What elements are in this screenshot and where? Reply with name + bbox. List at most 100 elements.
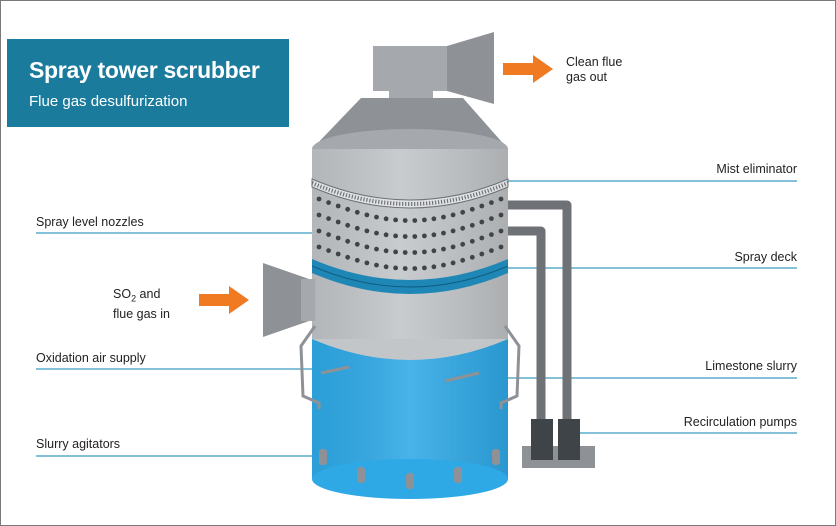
spray-nozzles <box>316 196 504 271</box>
agitators-label: Slurry agitators <box>36 437 121 451</box>
clean-gas-arrow <box>503 55 553 83</box>
nozzle-dot <box>469 238 475 244</box>
spray-nozzles-label: Spray level nozzles <box>36 215 144 229</box>
nozzle-dot <box>441 262 446 268</box>
mist-eliminator <box>311 178 509 209</box>
nozzle-dot <box>354 209 360 215</box>
nozzle-dot <box>460 225 466 231</box>
nozzle-dot <box>422 233 427 239</box>
nozzle-dot <box>441 230 446 236</box>
nozzle-dot <box>335 219 341 225</box>
clean-gas-label: Clean flue gas out <box>566 55 622 85</box>
nozzle-dot <box>345 206 351 212</box>
nozzle-dot <box>374 246 379 252</box>
nozzle-dot <box>441 246 446 252</box>
clean-gas-label-line1: Clean flue <box>566 55 623 69</box>
nozzle-dot <box>441 214 446 220</box>
nozzle-dot <box>498 196 504 202</box>
nozzle-dot <box>335 251 341 257</box>
nozzle-dot <box>489 232 494 238</box>
nozzle-dot <box>393 217 398 223</box>
diagram-title: Spray tower scrubber <box>29 57 260 83</box>
slurry-agitators <box>319 449 500 489</box>
nozzle-dot <box>422 217 427 223</box>
nozzle-dot <box>412 266 418 271</box>
inlet-duct <box>263 263 315 337</box>
nozzle-dot <box>374 230 379 236</box>
tower-body <box>312 149 508 339</box>
nozzle-dot <box>498 212 504 218</box>
nozzle-dot <box>450 244 456 250</box>
leader-lines <box>36 180 797 457</box>
nozzle-dot <box>460 241 466 247</box>
nozzle-dot <box>364 212 370 218</box>
nozzle-dot <box>450 260 456 266</box>
nozzle-dot <box>316 228 322 234</box>
nozzle-dot <box>316 244 322 250</box>
slurry-section <box>312 339 508 499</box>
nozzle-dot <box>402 218 408 223</box>
nozzle-dot <box>479 219 485 225</box>
nozzle-dot <box>354 241 360 247</box>
nozzle-dot <box>498 244 504 250</box>
nozzle-dot <box>489 248 494 254</box>
nozzle-dot <box>498 228 504 234</box>
nozzle-dot <box>460 209 466 215</box>
nozzle-dot <box>431 216 437 222</box>
mist-eliminator-label: Mist eliminator <box>716 162 797 176</box>
limestone-label: Limestone slurry <box>705 359 797 373</box>
diagram-subtitle: Flue gas desulfurization <box>29 93 188 110</box>
nozzle-dot <box>431 264 437 270</box>
nozzle-dot <box>431 248 437 254</box>
nozzle-dot <box>345 254 351 260</box>
so2-and-text: and <box>136 287 161 301</box>
nozzle-dot <box>450 212 456 218</box>
nozzle-dot <box>479 203 485 209</box>
nozzle-dot <box>402 266 408 271</box>
nozzle-dot <box>364 260 370 266</box>
nozzle-dot <box>431 232 437 238</box>
nozzle-dot <box>383 264 389 270</box>
so2-subscript: 2 <box>131 293 137 304</box>
nozzle-dot <box>393 233 398 239</box>
nozzle-dot <box>345 222 351 228</box>
nozzle-dot <box>469 206 475 212</box>
nozzle-dot <box>393 249 398 255</box>
nozzle-dot <box>326 200 331 206</box>
exhaust-duct <box>373 32 494 104</box>
nozzle-dot <box>345 238 351 244</box>
recirculation-pipes <box>508 200 572 423</box>
oxidation-air-label: Oxidation air supply <box>36 351 146 365</box>
nozzle-dot <box>316 196 322 202</box>
nozzle-dot <box>402 234 408 239</box>
nozzle-dot <box>326 216 331 222</box>
recirc-pumps-label: Recirculation pumps <box>683 415 797 429</box>
nozzle-dot <box>412 250 418 255</box>
nozzle-dot <box>469 222 475 228</box>
nozzle-dot <box>354 225 360 231</box>
spray-deck <box>311 259 509 294</box>
nozzle-dot <box>374 262 379 268</box>
so2-inlet-label: SO2 and flue gas in <box>113 287 170 322</box>
nozzle-dot <box>489 216 494 222</box>
so2-line2: flue gas in <box>113 306 170 321</box>
nozzle-dot <box>383 248 389 254</box>
clean-gas-label-line2: gas out <box>566 70 608 84</box>
nozzle-dot <box>489 200 494 206</box>
nozzle-dot <box>335 235 341 241</box>
nozzle-dot <box>412 234 418 239</box>
nozzle-dot <box>364 244 370 250</box>
nozzle-dot <box>402 250 408 255</box>
nozzle-dot <box>364 228 370 234</box>
nozzle-dot <box>316 212 322 218</box>
nozzle-dot <box>335 203 341 209</box>
so2-text: SO <box>113 287 132 301</box>
nozzle-dot <box>412 218 418 223</box>
nozzle-dot <box>479 235 485 241</box>
spray-deck-label: Spray deck <box>734 250 797 264</box>
nozzle-dot <box>374 214 379 220</box>
nozzle-dot <box>326 248 331 254</box>
inlet-arrow <box>199 286 249 314</box>
